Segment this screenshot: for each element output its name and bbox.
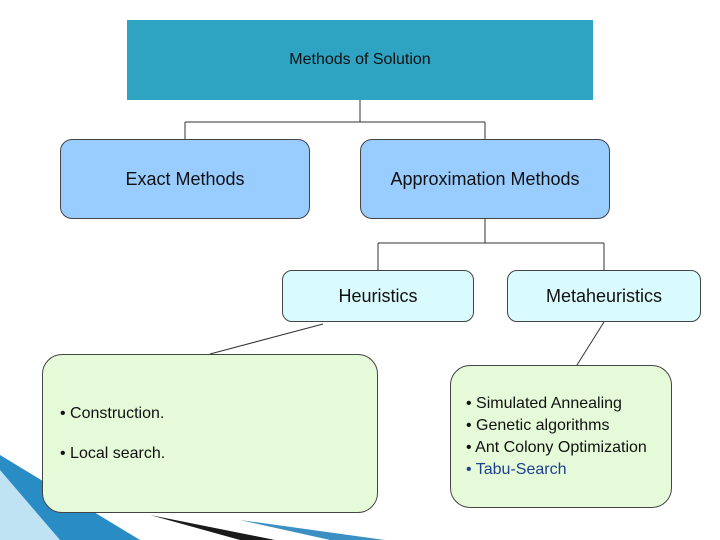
root-connector [184,100,486,139]
heuristics-pointer [209,323,324,355]
heuristics-node: Heuristics [282,270,474,322]
metaheuristics-node: Metaheuristics [507,270,701,322]
metaheuristics-item-ant-colony: • Ant Colony Optimization [466,438,647,456]
metaheuristics-item-genetic-algorithms: • Genetic algorithms [466,416,610,434]
metaheuristics-item-simulated-annealing: • Simulated Annealing [466,394,622,412]
methods-of-solution-label: Methods of Solution [289,51,431,68]
corner-swoosh-light [0,470,60,540]
heuristics-item-construction: • Construction. [60,404,165,422]
exact-methods-node: Exact Methods [60,139,310,219]
corner-swoosh-dark [150,515,275,540]
exact-methods-label: Exact Methods [125,168,245,189]
methods-of-solution-node: Methods of Solution [127,20,593,100]
approximation-connector [377,219,605,270]
heuristics-detail-box: • Construction. • Local search. [42,354,378,513]
metaheuristics-pointer [576,321,605,366]
metaheuristics-label: Metaheuristics [545,285,663,306]
metaheuristics-item-tabu-search: • Tabu-Search [466,460,567,478]
metaheuristics-detail-box: • Simulated Annealing • Genetic algorith… [450,365,672,508]
heuristics-label: Heuristics [338,285,418,306]
approximation-methods-node: Approximation Methods [360,139,610,219]
corner-swoosh-mid [240,520,385,540]
heuristics-item-local-search: • Local search. [60,444,166,462]
approximation-methods-label: Approximation Methods [390,168,580,189]
